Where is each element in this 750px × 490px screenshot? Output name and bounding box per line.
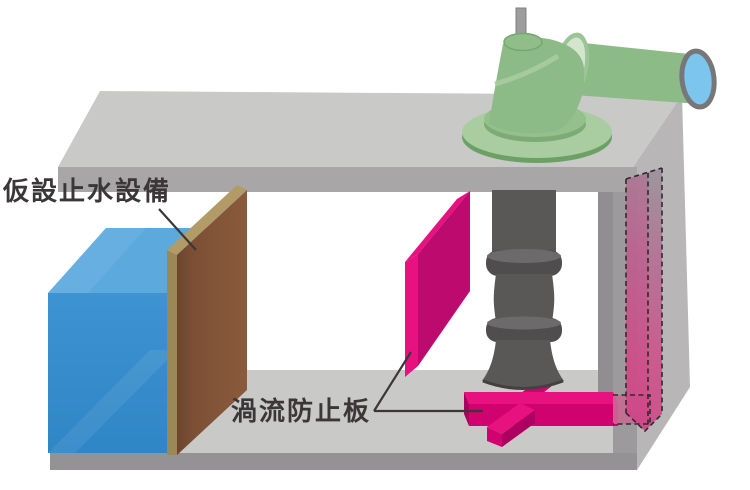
- pump-flange-upper-top: [487, 249, 561, 263]
- vortex-plate-vertical: [405, 191, 470, 377]
- discharge-assembly: [462, 7, 717, 163]
- pump-column: [482, 190, 564, 390]
- vortex-plate-edge-face: [405, 254, 418, 377]
- pump-column-tube-upper: [492, 190, 556, 258]
- leader-line-stopwall: [158, 208, 197, 251]
- leader-lines: [158, 208, 483, 413]
- stopwall-left-edge: [167, 250, 177, 455]
- stopwall-top-edge: [167, 185, 247, 255]
- hidden-plate-bright-half: [626, 173, 648, 431]
- pump-bell-mouth: [482, 340, 564, 389]
- hidden-plate-gradient: [626, 168, 662, 431]
- leader-line-vortex-upper: [373, 351, 412, 412]
- discharge-pipe: [574, 42, 699, 104]
- elbow-top-cap: [503, 32, 543, 52]
- discharge-elbow: [489, 37, 584, 134]
- label-temporary-water-stop: 仮設止水設備: [3, 176, 172, 206]
- vortex-plate-main-face: [418, 191, 470, 366]
- cross-bar-horizontal-front: [469, 404, 618, 426]
- floor-front-face: [50, 453, 637, 470]
- pipe-end-opening: [679, 48, 717, 110]
- water-front-streak: [48, 350, 177, 453]
- cross-bar-diagonal-end: [487, 427, 502, 447]
- elbow-highlight: [494, 53, 560, 87]
- cross-bar-diagonal-side: [502, 410, 535, 447]
- stopwall-front-face: [177, 190, 247, 455]
- hidden-plate-through-wall: [613, 167, 663, 433]
- water-top-highlight: [48, 228, 146, 293]
- vortex-plate-cross: [464, 392, 618, 447]
- pump-flange-lower-top: [487, 316, 561, 330]
- vortex-plate-top-edge: [405, 191, 470, 262]
- label-vortex-prevention-plate: 渦流防止板: [231, 396, 372, 426]
- hidden-plate-dashes: [613, 167, 663, 433]
- water-front-face: [48, 293, 177, 453]
- pump-bell-mouth-lip: [482, 379, 564, 390]
- cross-bar-diagonal-top: [487, 403, 535, 434]
- ceiling-slab-front: [58, 167, 637, 192]
- cross-bar-horizontal-end: [464, 392, 469, 426]
- pump-column-tube-mid: [493, 274, 555, 322]
- cross-bar-horizontal-top: [464, 392, 618, 404]
- temporary-water-stop-wall: [167, 185, 247, 455]
- right-wall-inner-edge: [598, 192, 613, 430]
